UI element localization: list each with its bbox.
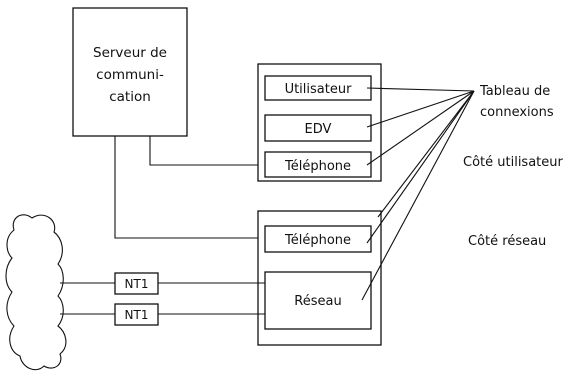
network-port-telephone-label: Téléphone [284, 233, 351, 248]
network-cloud-icon [5, 214, 67, 371]
server-label-line2: communi- [96, 67, 164, 83]
user-port-telephone-label: Téléphone [284, 159, 351, 174]
patch-panel-label-line1: Tableau de [479, 84, 550, 99]
nt1-bottom-label: NT1 [125, 308, 149, 322]
server-to-user-telephone-wire [149, 136, 258, 166]
leader-reseau [361, 90, 475, 301]
server-label-line3: cation [109, 89, 151, 105]
user-port-telephone [264, 151, 372, 178]
network-side-label: Côté réseau [468, 234, 546, 249]
nt1-bottom-box [114, 303, 159, 326]
user-port-edv-label: EDV [305, 122, 332, 137]
communication-server-box [72, 7, 188, 137]
user-side-label: Côté utilisateur [463, 155, 564, 170]
network-port-telephone [264, 225, 372, 253]
leader-utilisateur [366, 87, 475, 92]
patch-panel-label-line2: connexions [480, 105, 554, 120]
nt1-top-box [114, 272, 159, 295]
server-label-line1: Serveur de [93, 45, 167, 61]
leader-network-telephone [366, 90, 475, 244]
server-to-network-telephone-wire [114, 136, 258, 239]
leader-network-panel [377, 90, 475, 218]
network-port-reseau-label: Réseau [294, 294, 341, 309]
user-port-edv [264, 114, 372, 142]
leader-user-telephone [366, 90, 475, 166]
leader-edv [366, 90, 475, 128]
user-port-utilisateur [264, 75, 372, 101]
nt1-top-label: NT1 [125, 277, 149, 291]
network-port-reseau [264, 271, 372, 330]
user-port-utilisateur-label: Utilisateur [285, 82, 353, 97]
